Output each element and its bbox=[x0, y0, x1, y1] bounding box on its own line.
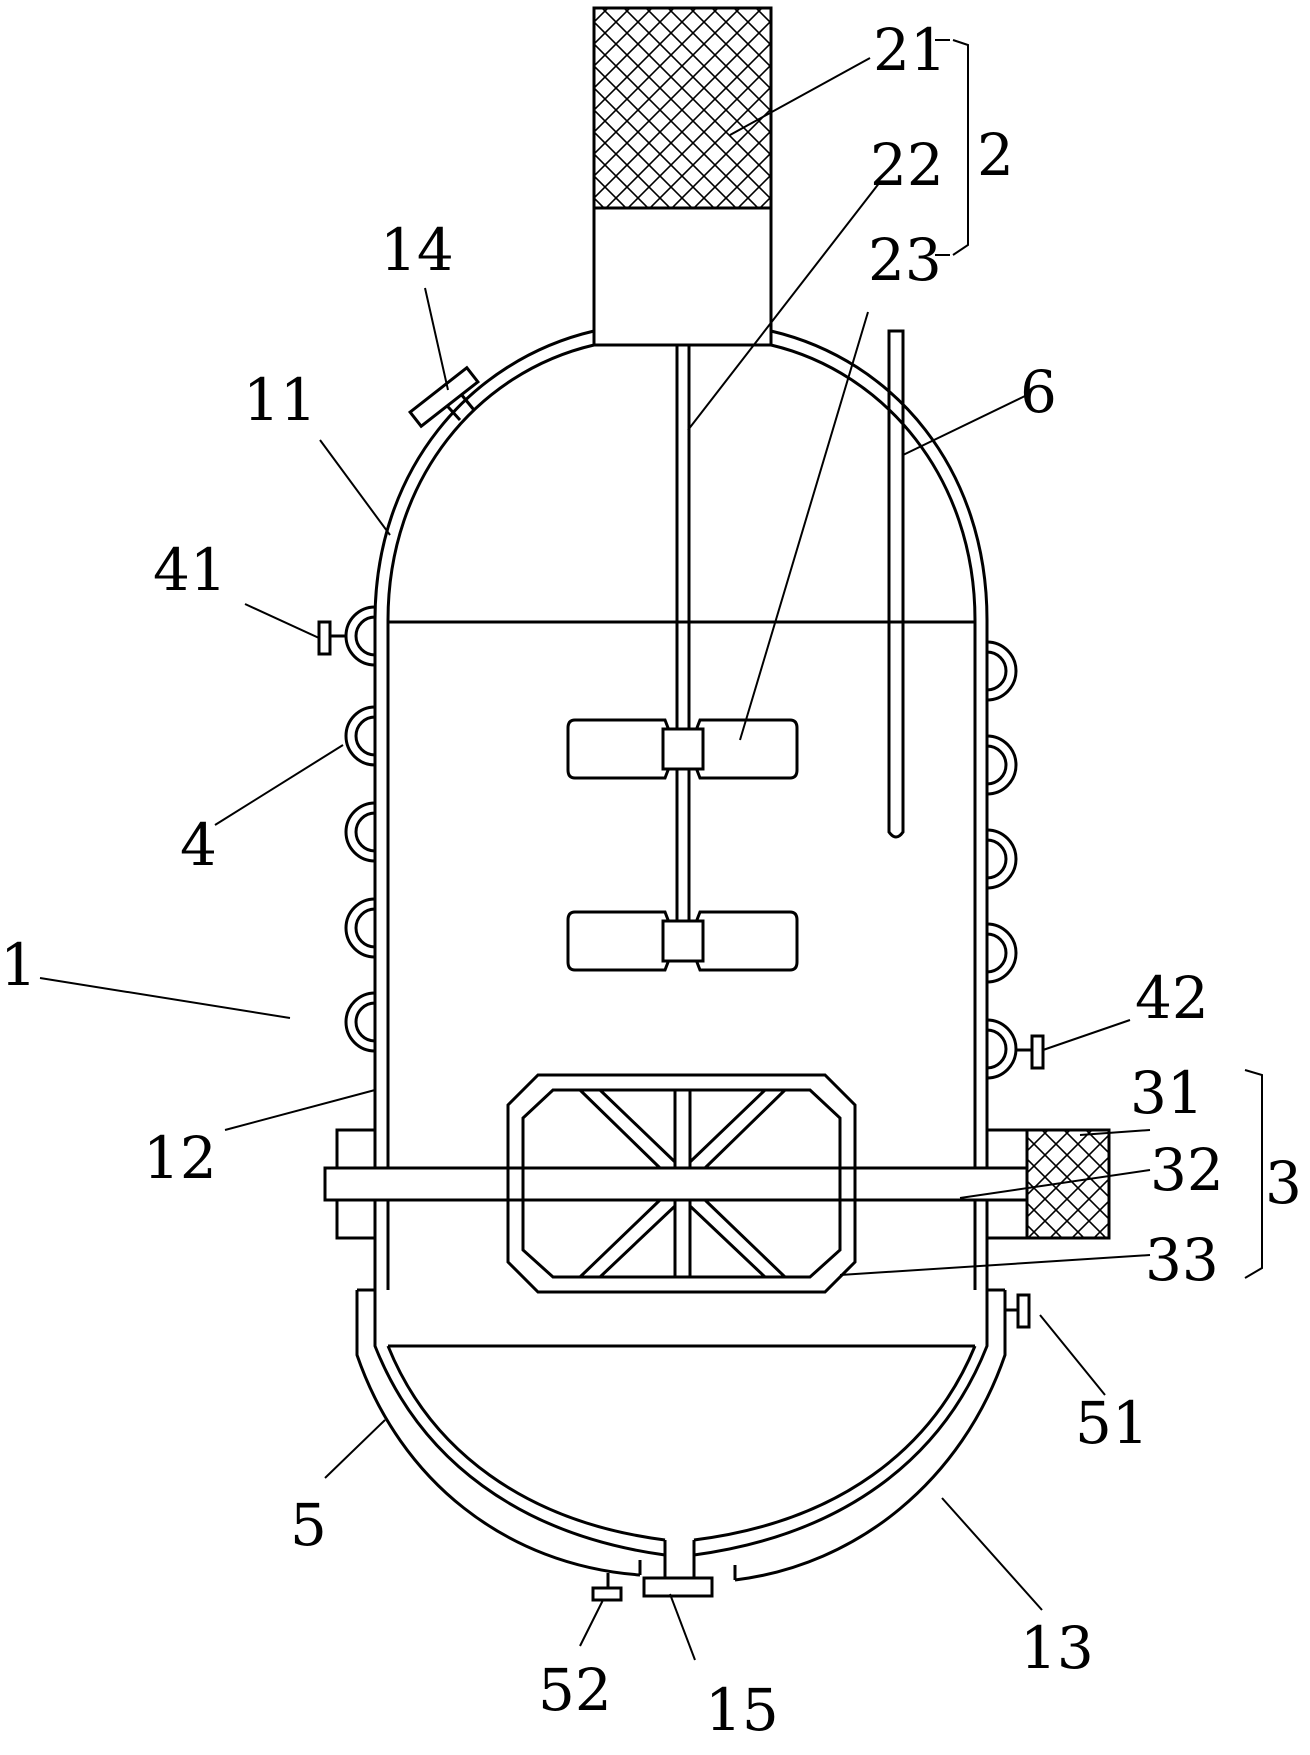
agitator-shaft bbox=[675, 345, 691, 925]
label-5: 5 bbox=[290, 1491, 327, 1559]
impeller-upper bbox=[566, 718, 799, 780]
label-51: 51 bbox=[1075, 1389, 1149, 1457]
label-1: 1 bbox=[0, 931, 37, 999]
left-heating-coil bbox=[317, 605, 376, 1053]
motor bbox=[592, 6, 773, 347]
label-42: 42 bbox=[1135, 964, 1209, 1032]
jacket-inlet-valve bbox=[1005, 1293, 1031, 1329]
jacket-outlet-valve bbox=[591, 1573, 623, 1602]
vessel-body bbox=[373, 620, 989, 1348]
feed-port bbox=[407, 365, 481, 429]
label-6: 6 bbox=[1020, 358, 1057, 426]
label-23: 23 bbox=[868, 226, 942, 294]
bottom-jacket bbox=[355, 1288, 1007, 1582]
label-15: 15 bbox=[705, 1676, 779, 1744]
bracket-3 bbox=[1244, 1069, 1263, 1279]
label-11: 11 bbox=[243, 366, 317, 434]
impeller-lower bbox=[566, 910, 799, 972]
label-32: 32 bbox=[1150, 1136, 1224, 1204]
label-52: 52 bbox=[538, 1656, 612, 1724]
label-31: 31 bbox=[1130, 1059, 1204, 1127]
labels: 21 2 22 23 14 6 11 41 4 1 42 31 12 3 32 … bbox=[0, 16, 1302, 1744]
label-4: 4 bbox=[180, 811, 217, 879]
bottom-head bbox=[373, 1290, 989, 1557]
label-2: 2 bbox=[977, 121, 1014, 189]
label-14: 14 bbox=[380, 216, 454, 284]
label-12: 12 bbox=[143, 1124, 217, 1192]
label-21: 21 bbox=[873, 16, 947, 84]
bracket-2 bbox=[935, 39, 969, 256]
label-3: 3 bbox=[1265, 1149, 1302, 1217]
temperature-probe bbox=[887, 329, 905, 839]
label-22: 22 bbox=[870, 131, 944, 199]
side-agitator bbox=[323, 1073, 1111, 1294]
discharge-valve bbox=[642, 1540, 714, 1598]
leader-lines bbox=[39, 57, 1151, 1661]
label-33: 33 bbox=[1145, 1226, 1219, 1294]
label-41: 41 bbox=[153, 536, 227, 604]
label-13: 13 bbox=[1020, 1614, 1094, 1682]
top-head bbox=[373, 329, 989, 621]
right-heating-coil bbox=[986, 640, 1045, 1080]
